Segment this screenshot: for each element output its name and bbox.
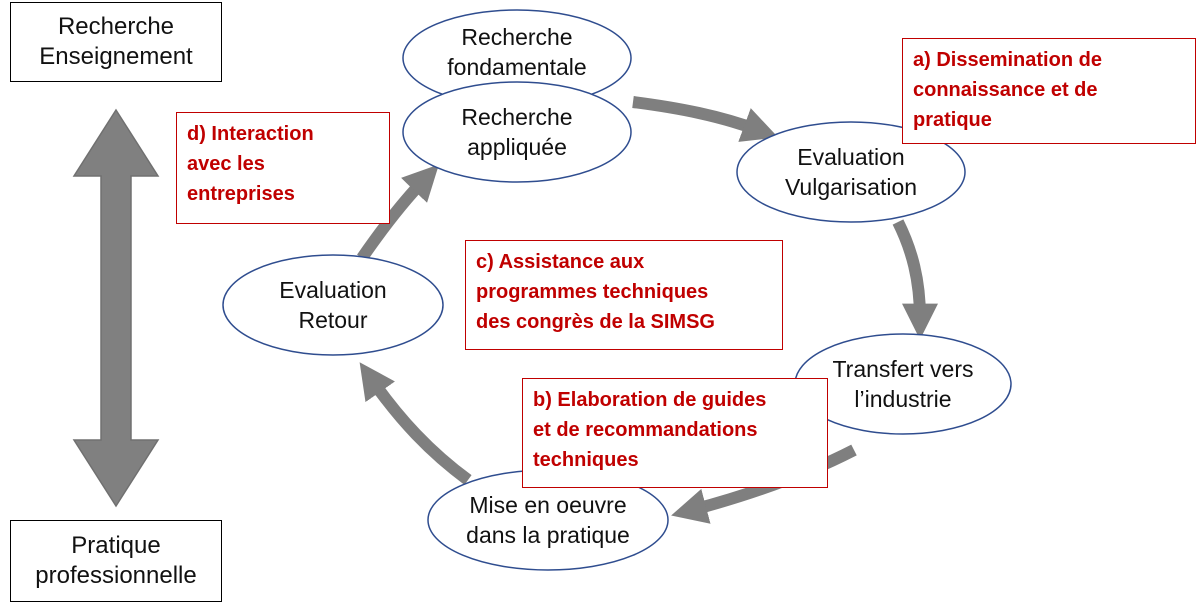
cycle-arrow-to-recherche-appliquee	[357, 164, 439, 262]
ellipse-evaluation-retour	[222, 254, 444, 356]
activity-c-box: c) Assistance aux programmes techniques …	[465, 240, 783, 350]
cycle-arrow-to-transfert	[892, 219, 938, 340]
pratique-professionnelle-box: Pratique professionnelle	[10, 520, 222, 602]
node-recherche-appliquee: Recherche appliquée	[461, 104, 573, 160]
ellipse-recherche-appliquee	[402, 81, 632, 183]
node-transfert-industrie: Transfert vers l’industrie	[832, 356, 974, 412]
double-vertical-arrow-icon	[72, 108, 160, 508]
node-evaluation-retour: Evaluation Retour	[279, 277, 387, 333]
activity-a-box: a) Dissemination de connaissance et de p…	[902, 38, 1196, 144]
node-recherche-fondamentale: Recherche fondamentale	[447, 24, 587, 80]
activity-b-box: b) Elaboration de guides et de recommand…	[522, 378, 828, 488]
cycle-arrow-to-evaluation-vulgarisation	[632, 96, 779, 142]
node-mise-en-oeuvre: Mise en oeuvre dans la pratique	[466, 492, 630, 548]
node-evaluation-vulgarisation: Evaluation Vulgarisation	[784, 144, 918, 200]
recherche-enseignement-box: Recherche Enseignement	[10, 2, 222, 82]
activity-d-box: d) Interaction avec les entreprises	[176, 112, 390, 224]
cycle-arrow-to-evaluation-retour	[359, 362, 472, 485]
ellipse-evaluation-vulgarisation	[736, 121, 966, 223]
